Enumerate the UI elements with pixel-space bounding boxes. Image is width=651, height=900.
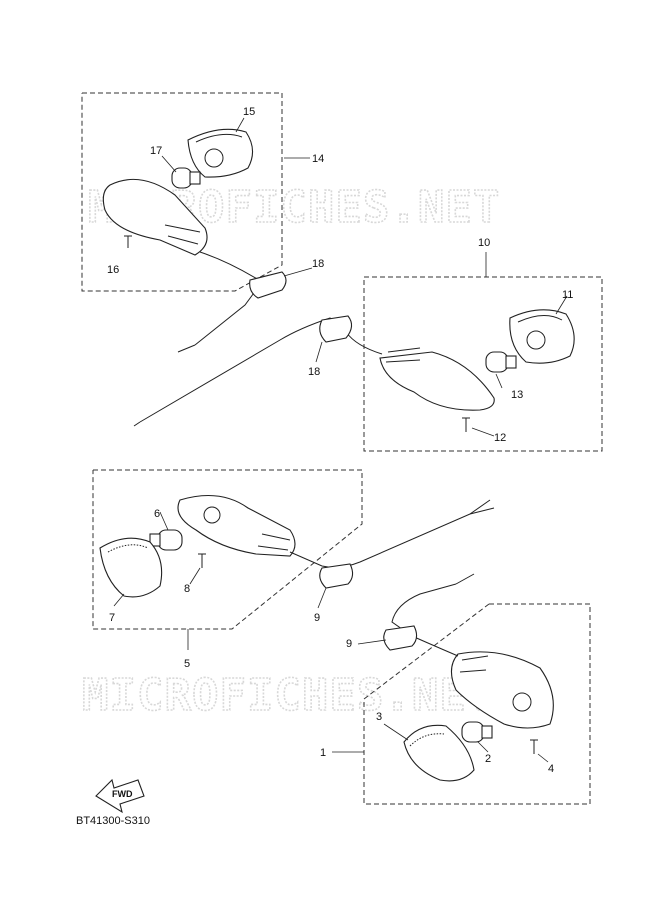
callout-7: 7 <box>109 612 115 624</box>
callout-4: 4 <box>548 763 554 775</box>
callout-5: 5 <box>184 658 190 670</box>
assembly-10[interactable] <box>133 252 603 452</box>
watermark-bottom: MICROFICHES.NET <box>82 670 494 721</box>
callout-17: 17 <box>150 145 162 157</box>
assembly-5[interactable] <box>92 469 495 650</box>
callout-16: 16 <box>107 264 119 276</box>
assembly-1[interactable] <box>332 573 591 805</box>
diagram-code: BT41300-S310 <box>76 815 150 827</box>
callout-2: 2 <box>485 753 491 765</box>
callout-10: 10 <box>478 237 490 249</box>
callout-9-mid: 9 <box>314 612 320 624</box>
callout-14: 14 <box>312 153 324 165</box>
callout-12: 12 <box>494 432 506 444</box>
callout-18-top: 18 <box>312 258 324 270</box>
callout-8: 8 <box>184 583 190 595</box>
callout-15: 15 <box>243 106 255 118</box>
callout-1: 1 <box>320 747 326 759</box>
callout-6: 6 <box>154 508 160 520</box>
callout-3: 3 <box>376 711 382 723</box>
callout-11: 11 <box>562 289 573 301</box>
callout-18-mid: 18 <box>308 366 320 378</box>
fwd-arrow: FWD <box>95 778 145 814</box>
callout-9-bottom: 9 <box>346 638 352 650</box>
callout-13: 13 <box>511 389 523 401</box>
fwd-label: FWD <box>112 789 133 799</box>
